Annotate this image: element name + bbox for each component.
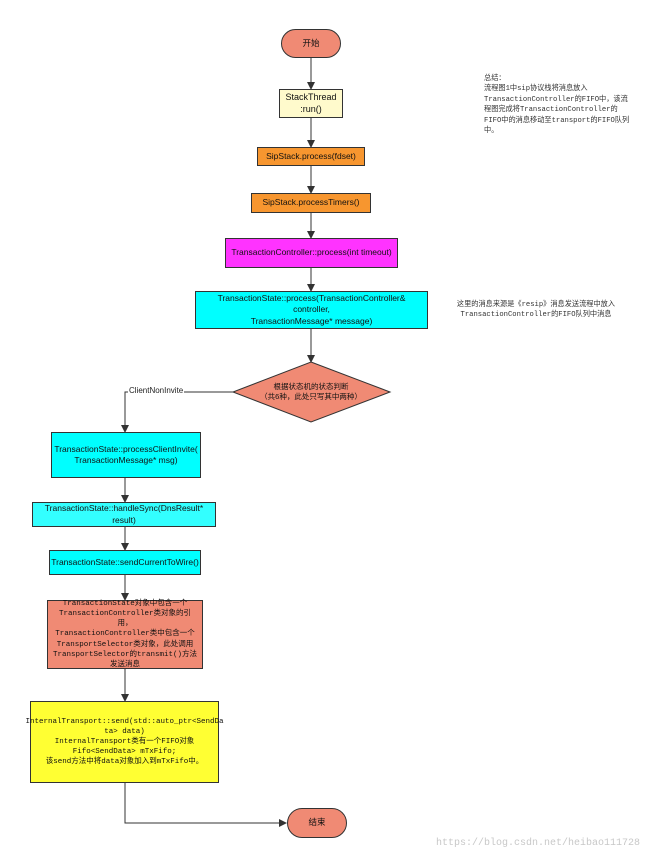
decision-diamond <box>231 361 392 423</box>
edge-label-client-non-invite: ClientNonInvite <box>128 386 185 395</box>
transport-description-node: TransactionState对象中包含一个 TransactionContr… <box>47 600 203 669</box>
send-current-to-wire-node: TransactionState::sendCurrentToWire() <box>49 550 201 575</box>
sipstack-process-node: SipStack.process(fdset) <box>257 147 365 166</box>
watermark-text: https://blog.csdn.net/heibao111728 <box>436 838 641 849</box>
edge-decision-to-clientinvite <box>121 391 233 433</box>
handle-sync-node: TransactionState::handleSync(DnsResult* … <box>32 502 216 527</box>
internal-transport-node: InternalTransport::send(std::auto_ptr<Se… <box>25 701 224 783</box>
sipstack-timers-node: SipStack.processTimers() <box>251 193 371 213</box>
stack-thread-node: StackThread :run() <box>279 89 343 118</box>
transaction-state-process-node: TransactionState::process(TransactionCon… <box>195 291 428 329</box>
summary-note: 总结： 流程图1中sip协议栈将消息放入 TransactionControll… <box>484 75 630 136</box>
process-client-invite-node: TransactionState::processClientInvite( T… <box>51 432 201 478</box>
edge-internal-to-end <box>124 783 287 827</box>
end-node: 结束 <box>287 808 347 838</box>
transaction-controller-node: TransactionController::process(int timeo… <box>225 238 398 268</box>
decision-label: 根据状态机的状态判断 （共6种，此处只写其中两种） <box>260 382 362 401</box>
start-node: 开始 <box>281 29 341 58</box>
message-source-note: 这里的消息来源是《resip》消息发送流程中放入 TransactionCont… <box>456 301 616 320</box>
